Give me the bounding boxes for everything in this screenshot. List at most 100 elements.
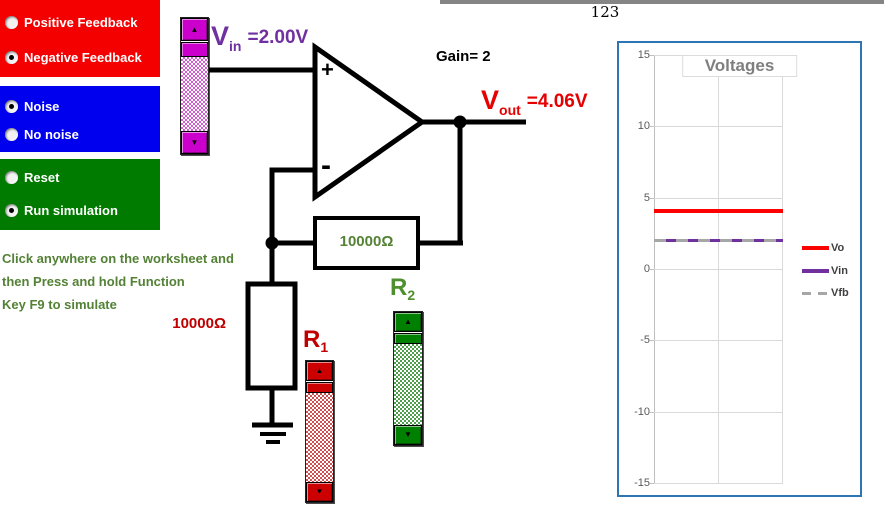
y-axis-tick-label: 10: [637, 120, 650, 133]
axis-tick: [650, 483, 654, 484]
radio-negative-feedback[interactable]: Negative Feedback: [5, 49, 142, 66]
feedback-resistor-value: 10000Ω: [339, 233, 394, 250]
legend-entry-vin: Vin: [802, 265, 848, 277]
junction-node: [265, 236, 279, 250]
radio-label: Noise: [24, 99, 60, 114]
axis-tick: [650, 411, 654, 413]
r2-slider-up-button[interactable]: ▲: [394, 312, 422, 332]
instructions-line-2: then Press and hold Function: [2, 274, 185, 289]
simulation-group-box: Reset Run simulation: [0, 159, 160, 230]
radio-icon: [5, 16, 18, 29]
radio-label: Run simulation: [24, 203, 118, 218]
legend-label: Vfb: [831, 287, 849, 299]
axis-tick: [650, 55, 654, 56]
r1-slider[interactable]: ▲ ▼: [305, 360, 334, 503]
axis-tick: [650, 269, 654, 270]
radio-label: Positive Feedback: [24, 15, 138, 30]
r1-slider-track[interactable]: [306, 393, 333, 482]
vin-slider-up-button[interactable]: ▲: [181, 18, 208, 41]
plot-area: [650, 55, 783, 484]
cell-value: 123: [590, 3, 620, 21]
gridline: [654, 269, 783, 270]
opamp-plus-input-label: +: [321, 57, 334, 82]
vin-value-label: Vin =2.00V: [211, 21, 308, 54]
feedback-group-box: Positive Feedback Negative Feedback: [0, 0, 160, 77]
legend-line-icon: [802, 269, 829, 273]
noise-group-box: Noise No noise: [0, 86, 160, 152]
input-resistor-value: 10000Ω: [172, 315, 226, 332]
legend-line-icon: [802, 291, 829, 295]
r1-label: R1: [303, 326, 328, 355]
down-arrow-icon: ▼: [404, 430, 412, 439]
legend-entry-vo: Vo: [802, 242, 844, 254]
r1-slider-up-button[interactable]: ▲: [306, 361, 333, 381]
up-arrow-icon: ▲: [190, 24, 199, 34]
r2-slider-thumb[interactable]: [394, 333, 422, 344]
window-top-border: [440, 0, 884, 4]
r1-symbol: R: [303, 326, 321, 353]
down-arrow-icon: ▼: [315, 487, 324, 496]
y-axis-tick-label: 15: [637, 49, 650, 61]
r2-subscript: 2: [407, 287, 416, 303]
vin-slider-down-button[interactable]: ▼: [181, 131, 208, 154]
radio-no-noise[interactable]: No noise: [5, 126, 79, 143]
legend-label: Vin: [831, 265, 848, 277]
axis-tick: [650, 197, 654, 199]
radio-reset[interactable]: Reset: [5, 169, 59, 186]
vin-value: =2.00V: [247, 27, 309, 48]
radio-icon: [5, 100, 18, 113]
r1-subscript: 1: [320, 339, 329, 355]
vin-slider-track[interactable]: [181, 57, 208, 131]
r2-slider-down-button[interactable]: ▼: [394, 425, 422, 445]
gridline: [654, 197, 783, 199]
radio-label: Negative Feedback: [24, 50, 142, 65]
gridline: [654, 126, 783, 128]
y-axis-tick-label: -15: [634, 477, 650, 489]
up-arrow-icon: ▲: [404, 317, 412, 326]
r2-label: R2: [390, 274, 415, 303]
instructions-line-3: Key F9 to simulate: [2, 297, 117, 312]
r2-symbol: R: [390, 274, 408, 301]
y-axis-tick-label: 5: [643, 191, 650, 204]
y-axis-tick-label: -5: [640, 334, 650, 347]
instructions-text: Click anywhere on the worksheet and then…: [2, 247, 252, 316]
r1-slider-thumb[interactable]: [306, 382, 333, 393]
series-line-vfb: [654, 238, 783, 242]
radio-label: No noise: [24, 127, 79, 142]
opamp-minus-input-label: -: [321, 149, 331, 182]
radio-positive-feedback[interactable]: Positive Feedback: [5, 14, 137, 31]
radio-icon: [5, 204, 18, 217]
vout-value-label: Vout =4.06V: [481, 85, 588, 118]
vout-symbol: V: [481, 85, 500, 115]
axis-tick: [650, 340, 654, 342]
r2-slider[interactable]: ▲ ▼: [393, 311, 423, 446]
vin-slider[interactable]: ▲ ▼: [180, 17, 209, 155]
chart-title: Voltages: [681, 55, 798, 77]
legend-line-icon: [802, 246, 829, 250]
up-arrow-icon: ▲: [315, 366, 324, 375]
legend-label: Vo: [831, 242, 845, 254]
radio-run-simulation[interactable]: Run simulation: [5, 202, 118, 219]
junction-node: [453, 115, 467, 129]
opamp-triangle: [312, 42, 427, 202]
gridline: [654, 483, 783, 484]
input-resistor-body: [245, 281, 298, 391]
instructions-line-1: Click anywhere on the worksheet and: [2, 251, 234, 266]
radio-label: Reset: [24, 170, 60, 185]
r2-slider-track[interactable]: [394, 344, 422, 425]
vout-subscript: out: [499, 102, 521, 118]
vout-value: =4.06V: [526, 91, 588, 112]
vin-symbol: V: [211, 21, 230, 51]
y-axis-tick-label: 0: [643, 263, 650, 275]
gridline: [654, 411, 783, 413]
r1-slider-down-button[interactable]: ▼: [306, 482, 333, 502]
gridline: [654, 340, 783, 342]
radio-noise[interactable]: Noise: [5, 98, 59, 115]
vin-slider-thumb[interactable]: [181, 42, 208, 57]
series-line-vo: [654, 209, 783, 214]
radio-icon: [5, 51, 18, 64]
vin-subscript: in: [229, 38, 242, 54]
